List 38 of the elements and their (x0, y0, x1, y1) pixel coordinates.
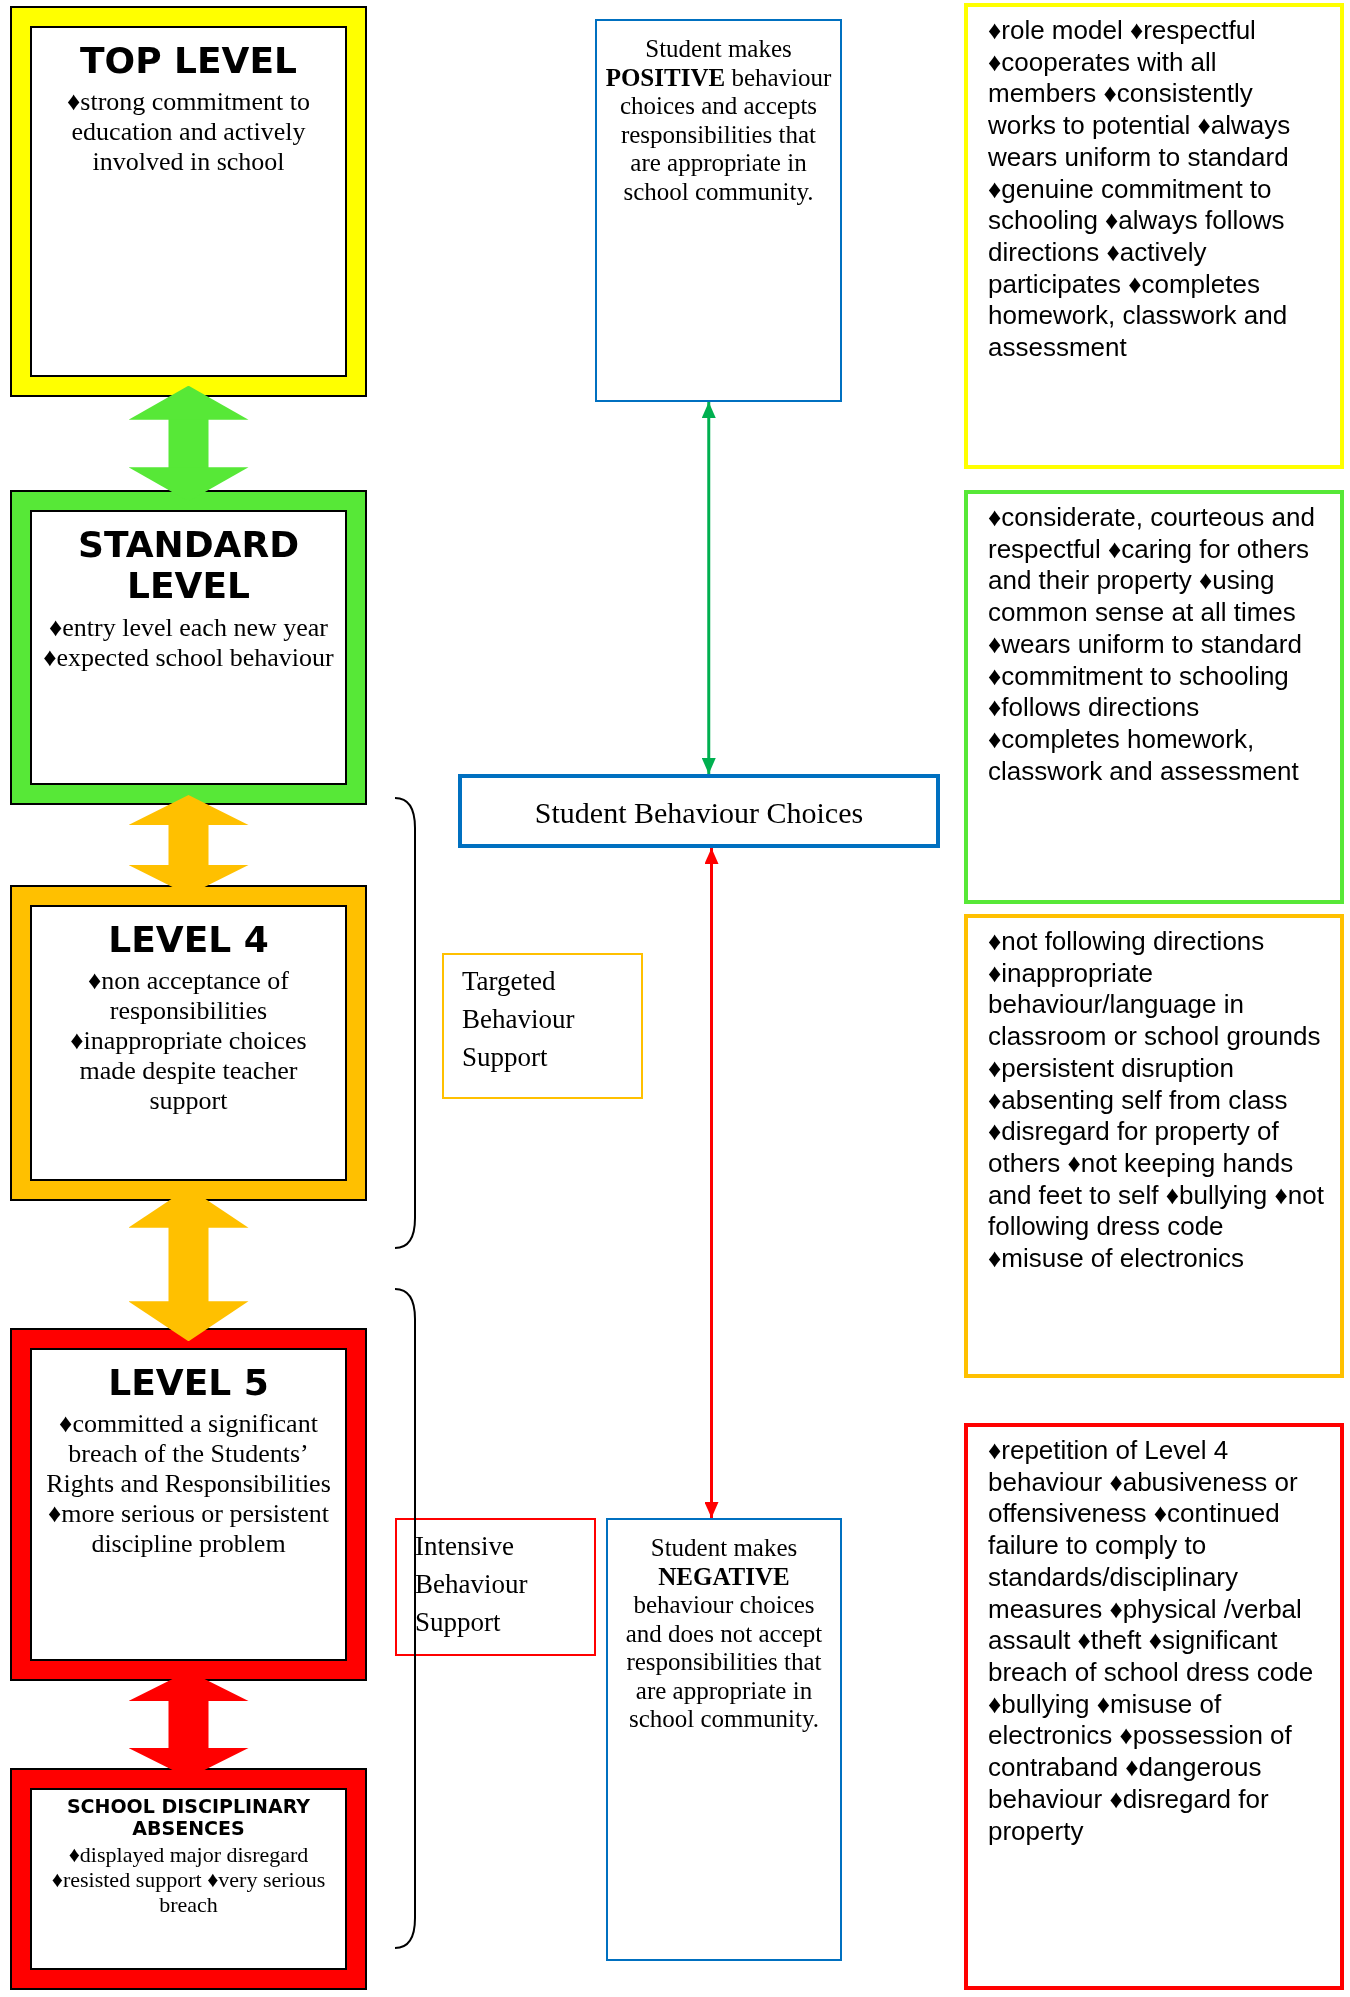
level-heading: TOP LEVEL (79, 40, 298, 82)
description-box (964, 3, 1344, 469)
box-text: Student makes POSITIVE behaviour choices and accepts responsibilities that are appropriate in school community. (605, 35, 832, 206)
bullet-text: ♦entry level each new year (48, 612, 329, 643)
description-box (964, 1423, 1344, 1990)
bullet-text: ♦not following directions ♦inappropriate behaviour/language in classroom or school grounds ♦persistent disruption ♦absenting self from class ♦disregard for property of others ♦not keeping hands and feet to self ♦bullying ♦not following dress code ♦misuse of electronics (988, 926, 1325, 1275)
level-heading: LEVEL 5 (107, 1362, 270, 1404)
bullet-text: ♦inappropriate choices made despite teacher support (69, 1026, 308, 1116)
level-frame (10, 1328, 367, 1681)
level-frame (10, 1768, 367, 1990)
bullet-text: ♦non acceptance of responsibilities (87, 966, 290, 1027)
description-box (964, 490, 1344, 904)
box-text: Student Behaviour Choices (533, 796, 865, 831)
level-heading: SCHOOL DISCIPLINARY ABSENCES (65, 1796, 312, 1840)
arrow (701, 402, 716, 774)
box-text: Student makes NEGATIVE behaviour choices and does not accept responsibilities that are appropriate in school community. (624, 1534, 824, 1734)
text-box (458, 774, 940, 848)
level-frame (10, 490, 367, 805)
text-box (395, 1518, 596, 1656)
bullet-text: ♦strong commitment to education and actively involved in school (66, 87, 311, 178)
text-box (595, 19, 842, 402)
bullet-text: ♦role model ♦respectful ♦cooperates with all members ♦consistently works to potential ♦always wears uniform to standard ♦genuine commitment to schooling ♦always follows directions ♦actively participates ♦completes homework, classwork and assessment (988, 15, 1292, 364)
bullet-text: ♦repetition of Level 4 behaviour ♦abusiveness or offensiveness ♦continued failure to comply to standards/disciplinary measures ♦physical /verbal assault ♦theft ♦significant breach of school dress code ♦bullying ♦misuse of electronics ♦possession of contraband ♦dangerous behaviour ♦disregard for property (988, 1435, 1315, 1848)
text-box (442, 953, 643, 1099)
level-frame (10, 885, 367, 1201)
level-heading: STANDARD LEVEL (77, 524, 300, 607)
bullet-text: ♦expected school behaviour (42, 642, 335, 673)
bullet-text: ♦more serious or persistent discipline problem (46, 1499, 331, 1559)
level-frame (10, 6, 367, 397)
bullet-text: ♦displayed major disregard ♦resisted support ♦very serious breach (50, 1841, 327, 1918)
description-box (964, 914, 1344, 1378)
box-text: Intensive Behaviour Support (415, 1530, 529, 1639)
arrow (704, 848, 719, 1518)
bullet-text: ♦committed a significant breach of the Students’ Rights and Responsibilities (45, 1409, 332, 1500)
text-box (606, 1518, 842, 1961)
bullet-text: ♦considerate, courteous and respectful ♦caring for others and their property ♦using common sense at all times ♦wears uniform to standard ♦commitment to schooling ♦follows directions ♦completes homework, classwork and assessment (988, 502, 1316, 788)
level-heading: LEVEL 4 (107, 919, 270, 961)
box-text: Targeted Behaviour Support (462, 965, 576, 1074)
